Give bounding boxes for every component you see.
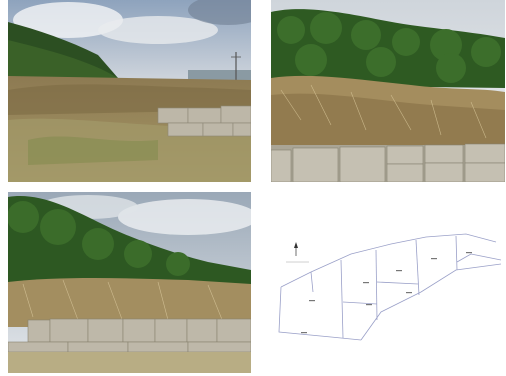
photo-lot-hillside xyxy=(8,192,251,373)
photo-lot-left-wall xyxy=(8,0,251,182)
north-arrow-icon xyxy=(294,242,298,256)
photo-wall-closeup xyxy=(271,0,505,182)
survey-plot-plan xyxy=(271,192,505,373)
